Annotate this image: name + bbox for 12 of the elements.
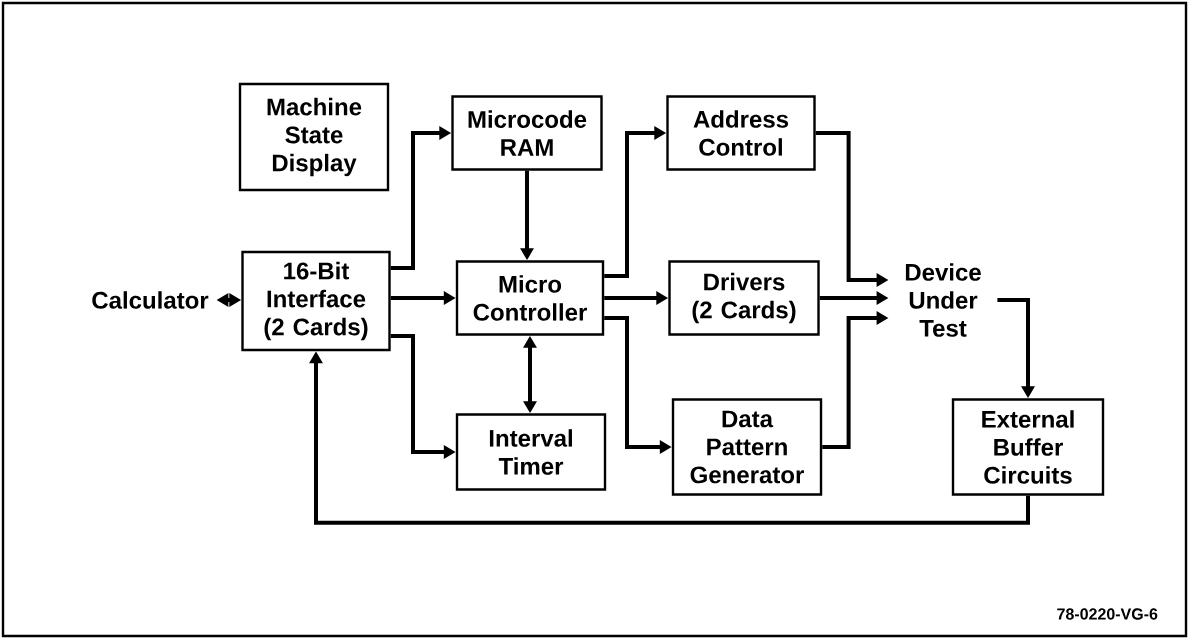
process-box: Data Pattern Generator [671, 398, 823, 496]
process-box: External Buffer Circuits [951, 398, 1105, 496]
process-box: Machine State Display [238, 82, 390, 192]
device-label: Device Under Test [905, 263, 981, 337]
process-box: Drivers (2 Cards) [668, 260, 820, 336]
process-box: 16-Bit Interface (2 Cards) [241, 250, 391, 352]
process-box: Micro Controller [455, 260, 605, 336]
process-box: Address Control [666, 95, 816, 171]
figure-number: 78-0220-VG-6 [1057, 608, 1158, 620]
process-box: Interval Timer [455, 413, 607, 491]
process-box: Microcode RAM [451, 95, 603, 171]
device-label: Calculator [92, 291, 209, 309]
